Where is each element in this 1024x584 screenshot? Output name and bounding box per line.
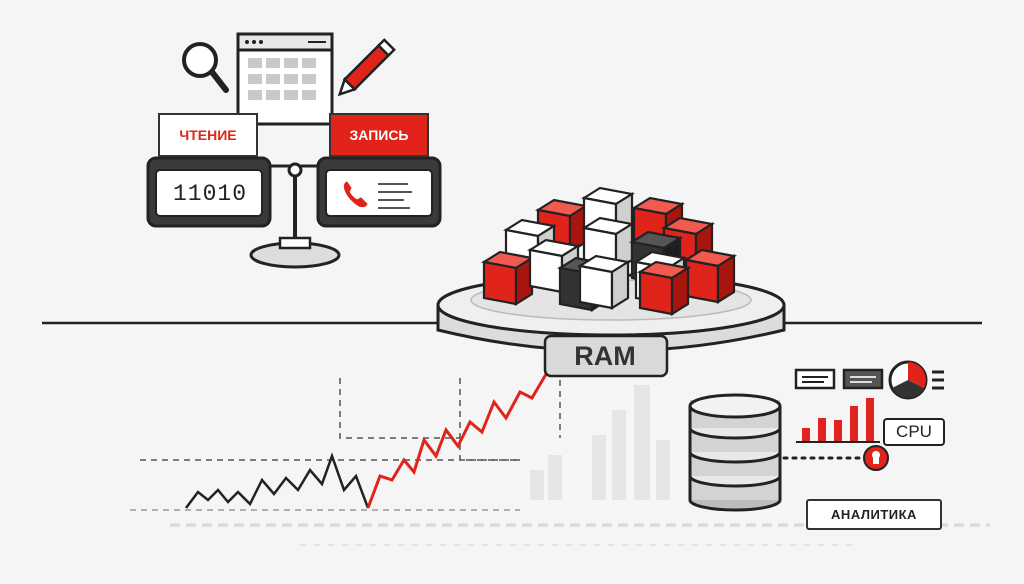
- calendar-window-icon: [236, 32, 334, 126]
- cpu-label: CPU: [883, 418, 945, 446]
- list-icon: [378, 183, 412, 209]
- trend-line-red: [366, 363, 554, 509]
- background-bars: [530, 385, 670, 500]
- write-label: ЗАПИСЬ: [329, 113, 429, 157]
- read-label: ЧТЕНИЕ: [158, 113, 258, 157]
- database-icon: [688, 393, 782, 512]
- binary-value: 11010: [172, 181, 247, 207]
- trend-line-black: [185, 452, 370, 509]
- pie-chart-icon: [888, 360, 944, 400]
- ram-label: RAM: [574, 340, 636, 371]
- data-cubes: [482, 186, 736, 316]
- pencil-icon: [337, 38, 396, 97]
- lock-icon: [863, 445, 889, 471]
- analytics-label: АНАЛИТИКА: [806, 499, 942, 530]
- mini-bar-chart: [796, 398, 880, 443]
- window-icons: [794, 368, 884, 390]
- search-icon: [182, 42, 229, 93]
- phone-icon: [343, 181, 368, 208]
- read-tray: [146, 156, 272, 228]
